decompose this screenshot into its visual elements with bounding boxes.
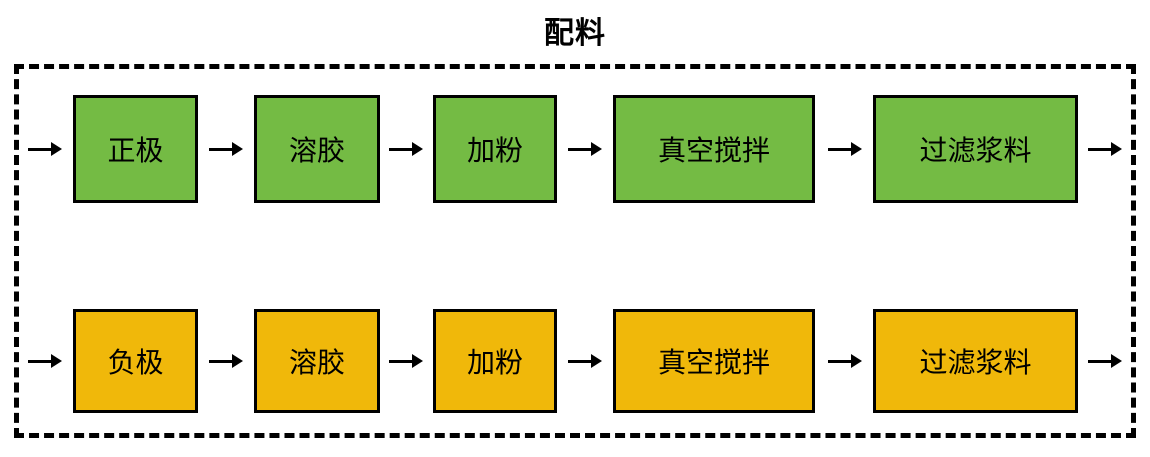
arrow-right-icon [389,141,423,157]
arrow-head [591,354,602,368]
process-box-sol-negative: 溶胶 [254,309,380,413]
arrow-shaft [568,147,591,151]
arrow-right-icon [28,141,62,157]
arrow-head [412,354,423,368]
arrow-head [591,142,602,156]
process-box-negative-electrode: 负极 [73,309,198,413]
arrow-right-icon [28,353,62,369]
process-box-positive-electrode: 正极 [73,95,198,203]
arrow-shaft [28,147,51,151]
process-box-vacuum-mixing-negative: 真空搅拌 [613,309,815,413]
arrow-right-icon [568,141,602,157]
arrow-head [51,142,62,156]
arrow-head [851,354,862,368]
arrow-head [1111,354,1122,368]
diagram-title: 配料 [544,17,606,50]
arrow-right-icon [568,353,602,369]
arrow-head [232,142,243,156]
arrow-shaft [1088,359,1111,363]
arrow-right-icon [828,141,862,157]
arrow-right-icon [209,353,243,369]
arrow-shaft [209,147,232,151]
arrow-head [232,354,243,368]
arrow-shaft [828,147,851,151]
arrow-head [51,354,62,368]
arrow-shaft [389,147,412,151]
arrow-shaft [1088,147,1111,151]
dashed-process-boundary [14,64,1136,438]
arrow-head [1111,142,1122,156]
arrow-shaft [828,359,851,363]
arrow-right-icon [828,353,862,369]
arrow-right-icon [1088,353,1122,369]
process-box-filter-slurry-positive: 过滤浆料 [873,95,1078,203]
arrow-right-icon [209,141,243,157]
arrow-right-icon [1088,141,1122,157]
process-box-add-powder-negative: 加粉 [433,309,557,413]
arrow-shaft [209,359,232,363]
process-box-add-powder-positive: 加粉 [433,95,557,203]
process-box-vacuum-mixing-positive: 真空搅拌 [613,95,815,203]
process-box-filter-slurry-negative: 过滤浆料 [873,309,1078,413]
arrow-shaft [389,359,412,363]
arrow-shaft [568,359,591,363]
arrow-shaft [28,359,51,363]
arrow-head [412,142,423,156]
arrow-right-icon [389,353,423,369]
arrow-head [851,142,862,156]
process-box-sol-positive: 溶胶 [254,95,380,203]
